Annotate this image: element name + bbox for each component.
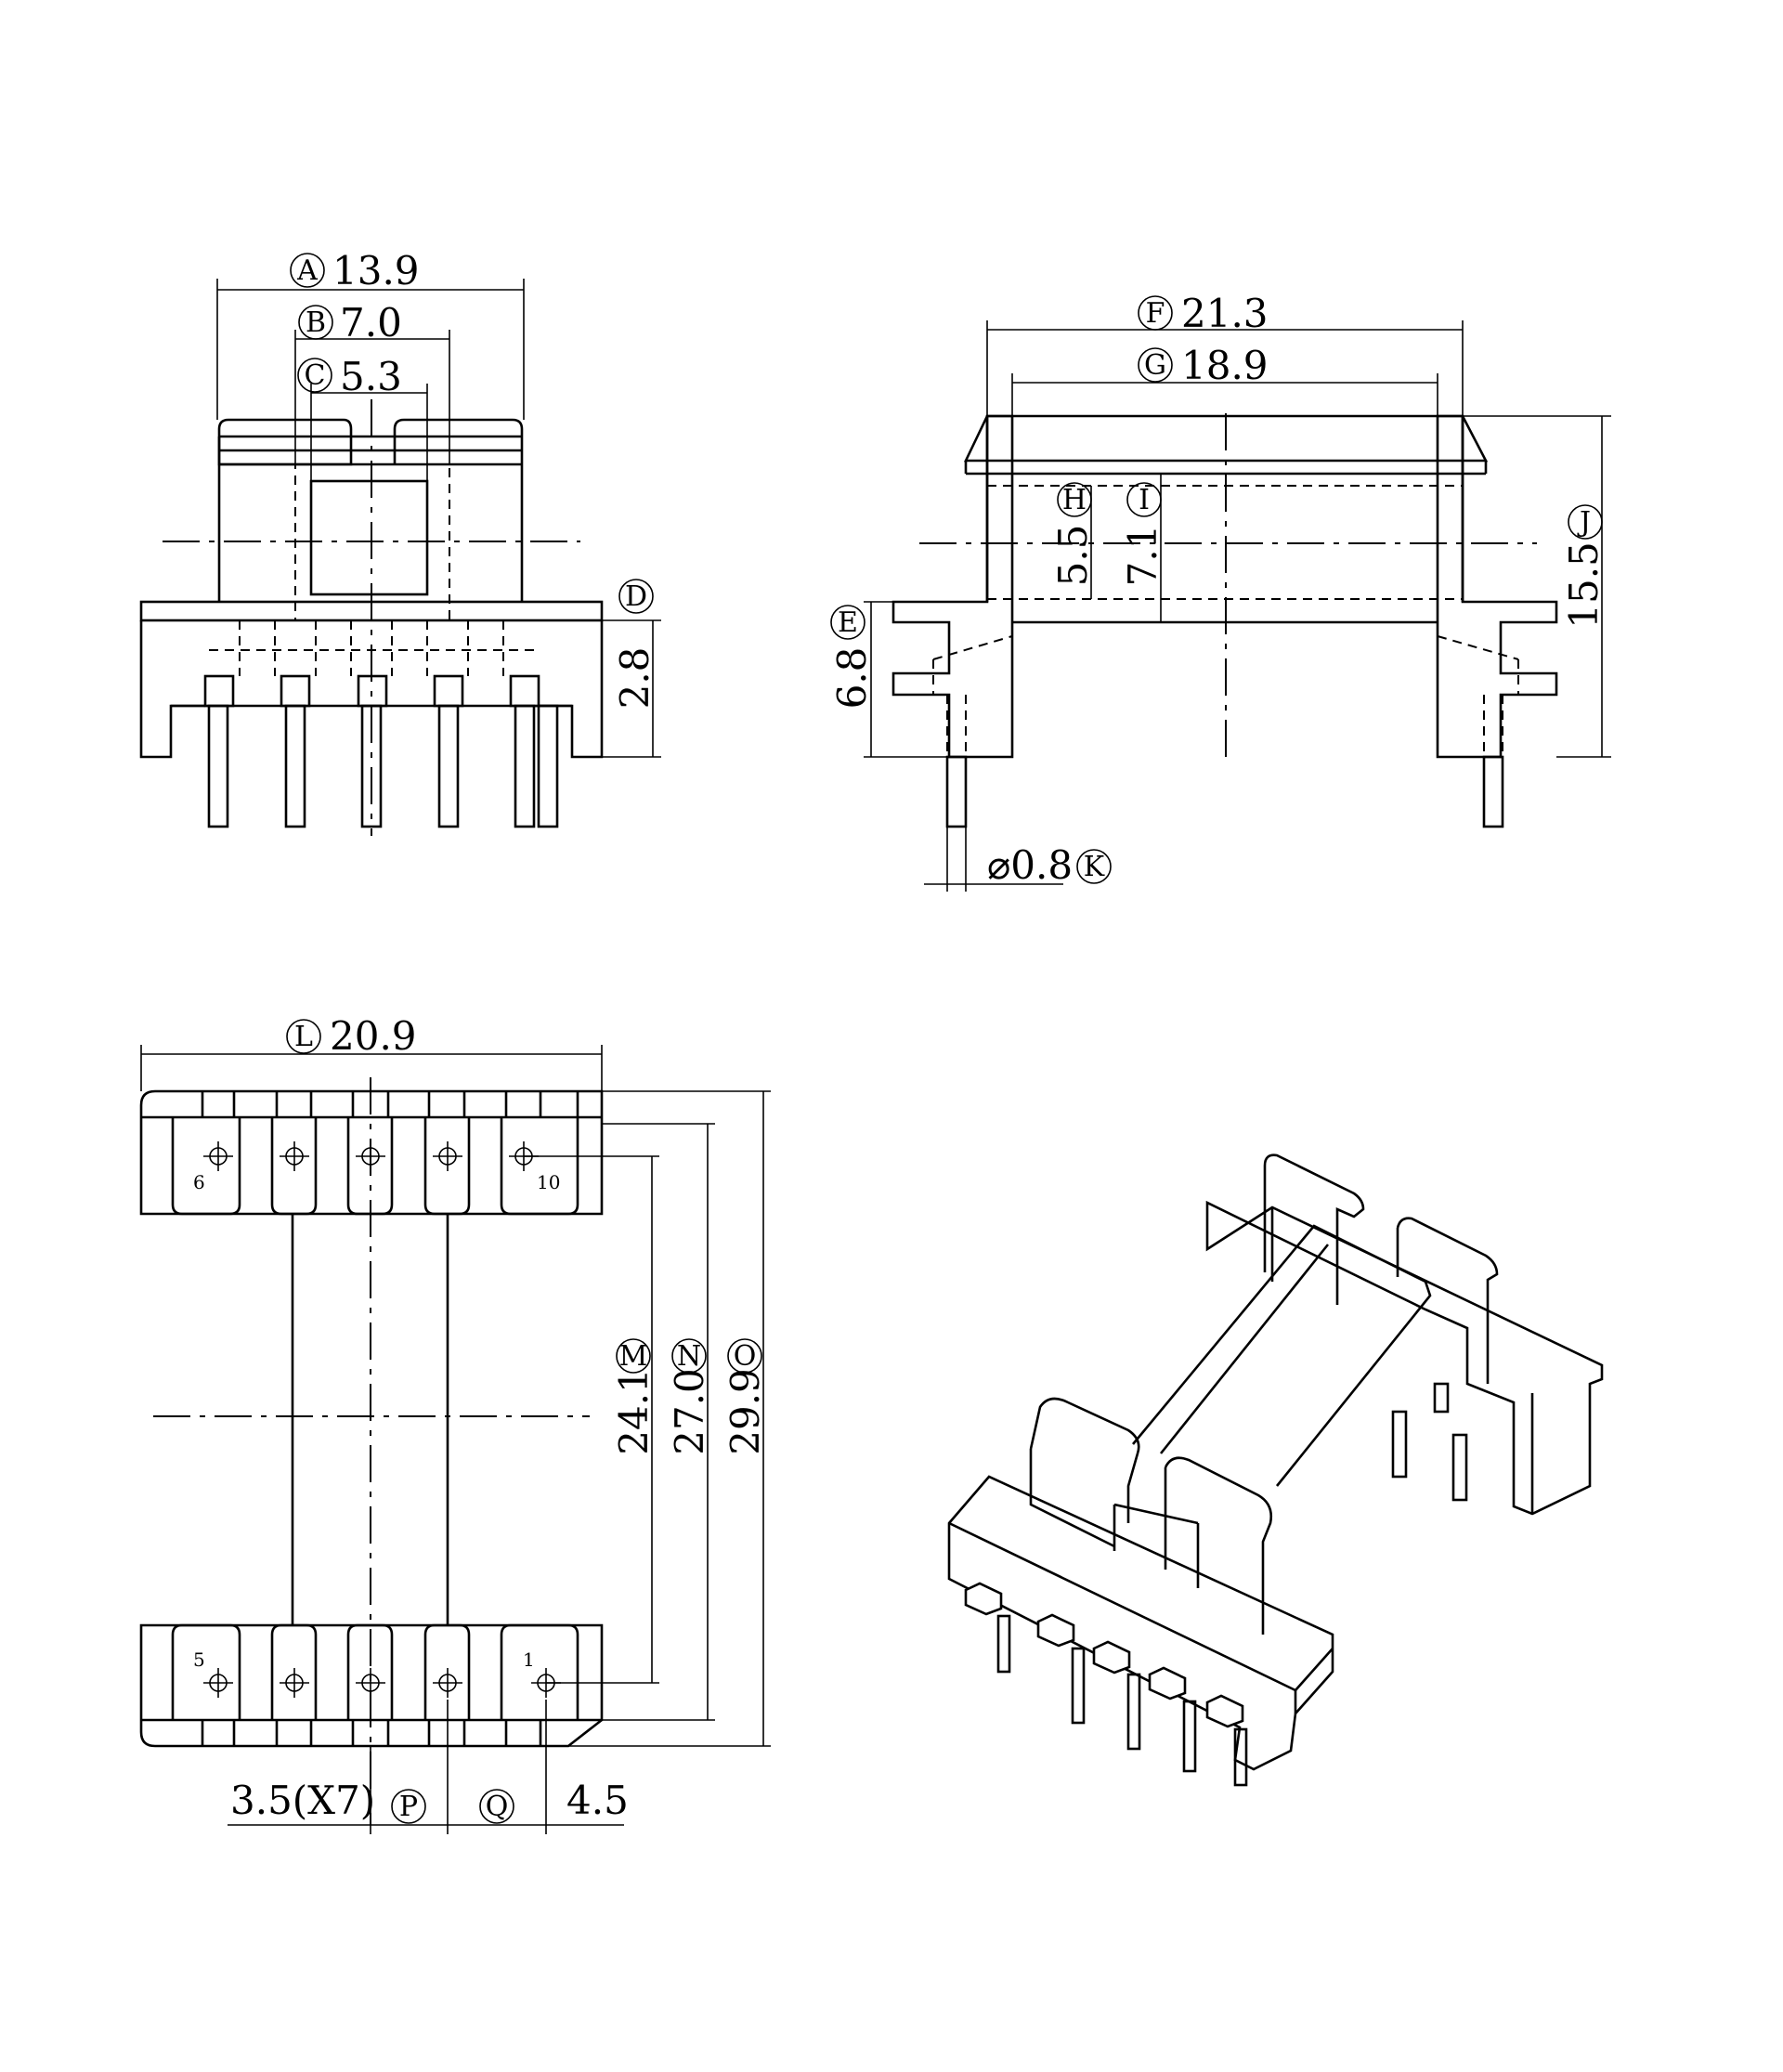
dim-C: C 5.3 xyxy=(297,354,402,399)
dim-A-letter: A xyxy=(296,254,318,287)
iso-front-pins xyxy=(964,1582,1248,1787)
dim-B: B 7.0 xyxy=(298,300,402,345)
dim-Q-letter: Q xyxy=(486,1791,509,1823)
dim-J-letter: J xyxy=(1577,506,1591,539)
top-pin-holes: 6 10 xyxy=(193,1141,560,1193)
dim-B-value: 7.0 xyxy=(340,300,402,345)
isometric-view xyxy=(947,1153,1604,1787)
dim-C-letter: C xyxy=(305,359,326,392)
dim-I: I 7.1 xyxy=(1120,482,1165,587)
dim-J-value: 15.5 xyxy=(1561,541,1607,629)
dim-L-letter: L xyxy=(294,1021,313,1053)
dim-C-value: 5.3 xyxy=(340,354,402,399)
side-view: F 21.3 G 18.9 H 5.5 I 7.1 xyxy=(829,291,1611,892)
dim-H-letter: H xyxy=(1062,484,1087,516)
dim-F: F 21.3 xyxy=(1138,291,1269,336)
dim-K-value: ⌀0.8 xyxy=(987,842,1073,888)
dim-L-value: 20.9 xyxy=(330,1013,417,1059)
bottom-pin-holes: 5 1 xyxy=(193,1648,561,1698)
dim-H: H 5.5 xyxy=(1050,482,1096,587)
dim-J: J 15.5 xyxy=(1561,504,1607,629)
dim-H-value: 5.5 xyxy=(1050,525,1096,587)
dim-P-letter: P xyxy=(399,1791,418,1823)
dim-B-letter: B xyxy=(306,306,326,339)
dim-Q: Q 4.5 xyxy=(479,1778,629,1824)
dim-F-letter: F xyxy=(1146,297,1165,330)
dim-G-letter: G xyxy=(1144,349,1166,382)
dim-O: O 29.9 xyxy=(722,1338,768,1455)
dim-D-value: 2.8 xyxy=(612,647,657,710)
bottom-view: 6 10 5 1 xyxy=(139,1013,771,1834)
dim-M-value: 24.1 xyxy=(611,1368,657,1455)
dim-K-letter: K xyxy=(1084,851,1105,883)
dim-L: L 20.9 xyxy=(286,1013,417,1059)
dim-F-value: 21.3 xyxy=(1181,291,1269,336)
dim-E-value: 6.8 xyxy=(829,647,875,710)
dim-N-value: 27.0 xyxy=(667,1368,712,1455)
dim-I-value: 7.1 xyxy=(1120,525,1165,587)
dim-P-value: 3.5(X7) xyxy=(230,1778,375,1823)
pin-label-5: 5 xyxy=(193,1648,205,1671)
dim-M: M 24.1 xyxy=(611,1338,657,1455)
dim-E: E 6.8 xyxy=(829,605,875,710)
dim-P: 3.5(X7) P xyxy=(230,1778,426,1824)
pin-label-10: 10 xyxy=(537,1171,560,1193)
dim-D: D 2.8 xyxy=(612,579,657,710)
dim-A-value: 13.9 xyxy=(332,248,420,293)
pin-label-1: 1 xyxy=(523,1648,535,1671)
dim-O-letter: O xyxy=(734,1340,757,1373)
dim-G-value: 18.9 xyxy=(1181,343,1269,388)
dim-O-value: 29.9 xyxy=(722,1368,768,1455)
dim-N-letter: N xyxy=(677,1340,701,1373)
pin-label-6: 6 xyxy=(193,1171,205,1193)
front-pins xyxy=(203,620,559,828)
front-view: A 13.9 B 7.0 C 5.3 D 2.8 xyxy=(139,248,661,836)
dim-Q-value: 4.5 xyxy=(566,1778,629,1823)
dim-N: N 27.0 xyxy=(667,1338,712,1455)
dim-E-letter: E xyxy=(838,606,858,639)
dim-D-letter: D xyxy=(625,580,647,613)
dim-I-letter: I xyxy=(1139,484,1150,516)
dim-A: A 13.9 xyxy=(290,248,420,293)
dim-K: ⌀0.8 K xyxy=(987,842,1112,888)
dim-M-letter: M xyxy=(619,1340,648,1373)
dim-G: G 18.9 xyxy=(1138,343,1269,388)
